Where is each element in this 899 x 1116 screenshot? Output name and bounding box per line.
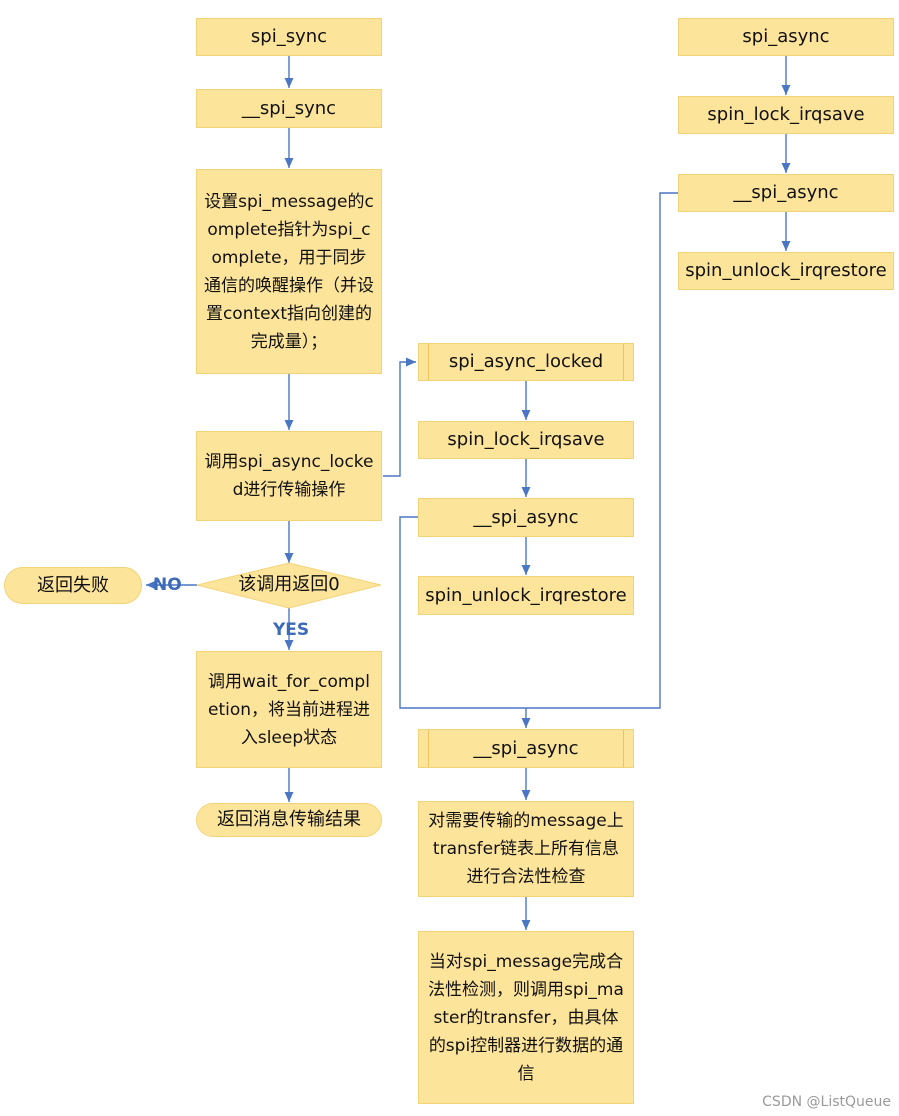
decision-diamond (196, 562, 382, 609)
node-call-transfer: 当对spi_message完成合法性检测，则调用spi_master的trans… (418, 931, 634, 1104)
node-label: __spi_sync (241, 97, 337, 119)
node-label: 对需要传输的message上transfer链表上所有信息进行合法性检查 (428, 811, 624, 887)
node-label: spin_lock_irqsave (707, 104, 865, 125)
node-right-__spi-async: __spi_async (678, 174, 894, 212)
node-label: __spi_async (473, 506, 579, 528)
node-return-fail: 返回失败 (4, 567, 142, 604)
node-label: __spi_async (473, 737, 579, 759)
node-wait-for-completion: 调用wait_for_completion，将当前进程进入sleep状态 (196, 651, 382, 768)
node-mid-spin-unlock: spin_unlock_irqrestore (418, 576, 634, 615)
node-__spi-sync: __spi_sync (196, 89, 382, 128)
watermark: CSDN @ListQueue (762, 1094, 891, 1110)
node-label: 设置spi_message的complete指针为spi_complete，用于… (204, 191, 374, 352)
node-label: spi_sync (250, 26, 328, 47)
node-right-spin-unlock: spin_unlock_irqrestore (678, 252, 894, 290)
node-mid-__spi-async: __spi_async (418, 498, 634, 537)
node-spi-async-locked: spi_async_locked (418, 343, 634, 381)
node-check-transfers: 对需要传输的message上transfer链表上所有信息进行合法性检查 (418, 801, 634, 897)
node-label: 返回失败 (37, 574, 109, 596)
node-label: spin_unlock_irqrestore (425, 584, 627, 606)
arrow-right-__spi_async-to-bottom (526, 192, 678, 709)
node-spi-sync: spi_sync (196, 18, 382, 56)
node-call-async-locked: 调用spi_async_locked进行传输操作 (196, 431, 382, 521)
node-mid-spin-lock: spin_lock_irqsave (418, 421, 634, 459)
node-label: 返回消息传输结果 (217, 809, 361, 830)
node-set-complete: 设置spi_message的complete指针为spi_complete，用于… (196, 169, 382, 374)
edge-label-text: YES (273, 620, 310, 640)
node-check-return: 该调用返回0 (205, 571, 373, 599)
node-right-spin-lock: spin_lock_irqsave (678, 96, 894, 134)
node-right-spi-async: spi_async (678, 18, 894, 56)
node-label: 调用spi_async_locked进行传输操作 (204, 452, 374, 500)
node-bottom-__spi-async: __spi_async (418, 729, 634, 768)
arrow-mid-__spi_async-to-bottom (399, 516, 526, 709)
node-return-result: 返回消息传输结果 (196, 803, 382, 837)
node-label: spi_async_locked (448, 351, 604, 372)
node-label: 调用wait_for_completion，将当前进程进入sleep状态 (207, 671, 371, 748)
node-label: spin_unlock_irqrestore (685, 260, 887, 281)
node-label: 该调用返回0 (238, 574, 340, 595)
node-label: __spi_async (733, 182, 839, 203)
arrow-call-to-spi_async_locked (383, 357, 416, 477)
watermark-text: CSDN @ListQueue (762, 1094, 891, 1110)
edge-label-text: NO (153, 575, 182, 595)
node-label: spi_async (742, 26, 830, 47)
node-label: spin_lock_irqsave (447, 429, 605, 450)
edge-label-no: NO (153, 575, 182, 595)
edge-label-yes: YES (273, 620, 309, 640)
node-label: 当对spi_message完成合法性检测，则调用spi_master的trans… (428, 951, 624, 1084)
